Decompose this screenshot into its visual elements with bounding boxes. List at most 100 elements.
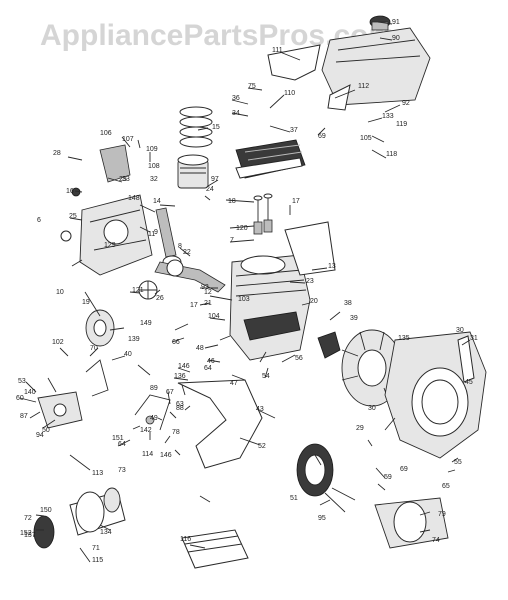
part-callout-118: 118 bbox=[386, 151, 397, 158]
crankshaft bbox=[154, 259, 226, 293]
part-callout-87: 87 bbox=[20, 413, 28, 420]
part-callout-47: 47 bbox=[230, 380, 238, 387]
part-callout-73: 73 bbox=[118, 467, 126, 474]
part-callout-105: 105 bbox=[360, 135, 372, 142]
housing-strip bbox=[457, 335, 475, 383]
breather-cap bbox=[60, 230, 72, 242]
part-callout-17: 17 bbox=[292, 198, 300, 205]
part-callout-115: 115 bbox=[92, 557, 103, 564]
part-callout-104: 104 bbox=[208, 313, 220, 320]
part-callout-17: 17 bbox=[190, 302, 198, 309]
part-callout-79: 79 bbox=[438, 511, 446, 518]
part-callout-69: 69 bbox=[318, 133, 326, 140]
part-callout-66: 66 bbox=[172, 339, 180, 346]
part-callout-90: 90 bbox=[392, 35, 400, 42]
connecting-rod bbox=[155, 207, 182, 269]
part-callout-37: 37 bbox=[290, 127, 298, 134]
part-callout-137: 137 bbox=[24, 532, 36, 539]
part-callout-38: 38 bbox=[344, 300, 352, 307]
part-callout-70: 70 bbox=[90, 345, 98, 352]
part-callout-142: 142 bbox=[140, 427, 152, 434]
part-callout-45: 45 bbox=[465, 379, 473, 386]
part-callout-21: 21 bbox=[204, 300, 212, 307]
part-callout-51: 51 bbox=[290, 495, 298, 502]
starter-cup bbox=[296, 443, 334, 497]
part-callout-107: 107 bbox=[122, 136, 134, 143]
part-callout-13: 13 bbox=[328, 263, 336, 270]
part-callout-151: 151 bbox=[112, 435, 124, 442]
part-callout-139: 139 bbox=[128, 336, 140, 343]
part-callout-50: 50 bbox=[42, 427, 50, 434]
carburetor bbox=[37, 391, 83, 429]
governor-linkage bbox=[134, 394, 171, 431]
part-callout-146: 146 bbox=[178, 363, 190, 370]
part-callout-69: 69 bbox=[400, 466, 408, 473]
part-callout-78: 78 bbox=[172, 429, 180, 436]
part-callout-133: 133 bbox=[382, 113, 394, 120]
part-callout-12: 12 bbox=[204, 289, 212, 296]
part-callout-121: 121 bbox=[132, 287, 144, 294]
part-callout-114: 114 bbox=[142, 451, 153, 458]
part-callout-53: 53 bbox=[18, 378, 26, 385]
part-callout-116: 116 bbox=[180, 536, 191, 543]
part-callout-46: 46 bbox=[207, 358, 215, 365]
part-callout-60: 60 bbox=[16, 395, 24, 402]
part-callout-18: 18 bbox=[228, 198, 236, 205]
part-callout-20: 20 bbox=[310, 298, 318, 305]
part-callout-74: 74 bbox=[432, 537, 440, 544]
part-callout-129: 129 bbox=[104, 242, 116, 249]
part-callout-29: 29 bbox=[356, 425, 364, 432]
part-callout-64: 64 bbox=[204, 365, 212, 372]
part-callout-64: 64 bbox=[118, 441, 126, 448]
tank-bracket bbox=[267, 44, 321, 81]
part-callout-149: 149 bbox=[140, 320, 152, 327]
part-callout-120: 120 bbox=[236, 225, 248, 232]
piston bbox=[177, 154, 209, 189]
part-callout-32: 32 bbox=[150, 176, 158, 183]
part-callout-88: 88 bbox=[176, 405, 184, 412]
part-callout-39: 39 bbox=[350, 315, 358, 322]
crankcase-cover bbox=[79, 194, 153, 276]
part-callout-103: 103 bbox=[238, 296, 250, 303]
part-callout-89: 89 bbox=[150, 385, 158, 392]
leader-lines bbox=[19, 21, 471, 563]
part-callout-34: 34 bbox=[232, 110, 240, 117]
part-callout-14: 14 bbox=[153, 198, 161, 205]
part-callout-56: 56 bbox=[295, 355, 303, 362]
part-callout-8: 8 bbox=[178, 243, 182, 250]
part-callout-95: 95 bbox=[318, 515, 326, 522]
part-callout-97: 97 bbox=[211, 176, 219, 183]
part-callout-140: 140 bbox=[24, 389, 36, 396]
part-callout-75: 75 bbox=[248, 83, 256, 90]
part-callout-113: 113 bbox=[92, 470, 103, 477]
part-callout-36: 36 bbox=[232, 95, 240, 102]
part-callout-52: 52 bbox=[258, 443, 266, 450]
part-callout-10: 10 bbox=[56, 289, 64, 296]
owners-manual bbox=[181, 529, 249, 569]
cylinder-baffle bbox=[284, 221, 336, 276]
air-filter-assembly bbox=[33, 487, 126, 549]
part-callout-26: 26 bbox=[156, 295, 164, 302]
part-callout-63: 63 bbox=[176, 401, 184, 408]
carburetor-linkage bbox=[85, 359, 109, 397]
part-callout-67: 67 bbox=[166, 389, 174, 396]
part-callout-33: 33 bbox=[122, 176, 130, 183]
part-callout-102: 102 bbox=[52, 339, 64, 346]
part-callout-48: 48 bbox=[196, 345, 204, 352]
part-callout-112: 112 bbox=[358, 83, 369, 90]
part-callout-30: 30 bbox=[456, 327, 464, 334]
part-callout-55: 55 bbox=[454, 459, 462, 466]
part-callout-24: 24 bbox=[206, 186, 214, 193]
part-callout-92: 92 bbox=[402, 100, 410, 107]
part-callout-91: 91 bbox=[392, 19, 400, 26]
part-callout-40: 40 bbox=[124, 351, 132, 358]
part-callout-19: 19 bbox=[82, 299, 90, 306]
part-callout-11: 11 bbox=[148, 231, 155, 238]
part-callout-148: 148 bbox=[128, 195, 140, 202]
part-callout-28: 28 bbox=[53, 150, 61, 157]
part-callout-110: 110 bbox=[284, 90, 295, 97]
part-callout-16: 16 bbox=[66, 188, 74, 195]
